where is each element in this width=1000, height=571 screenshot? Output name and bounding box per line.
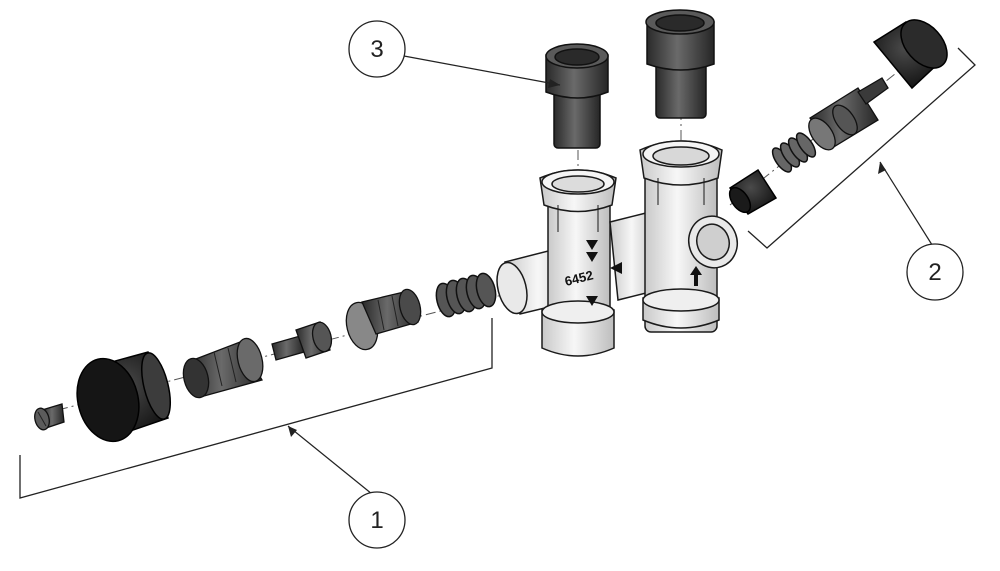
- black-handwheel-cap: [76, 351, 172, 443]
- threaded-sleeve-left: [545, 43, 609, 149]
- spring-small: [771, 132, 817, 173]
- flow-arrow-icon: [586, 240, 598, 250]
- bracket-group-1: [19, 318, 493, 499]
- leader-arrowheads: [288, 79, 886, 437]
- valve-marking: 6452: [563, 267, 595, 289]
- valve-body: [496, 140, 738, 357]
- callout-number-1: 1: [370, 507, 383, 534]
- callout-balloon-3: 3: [348, 20, 406, 78]
- cartridge-insert: [808, 77, 889, 151]
- callout-leaders: [287, 55, 935, 495]
- check-valve-plug: [728, 168, 778, 215]
- up-arrow-icon: [690, 266, 702, 286]
- threaded-sleeve-right: [645, 9, 715, 119]
- small-screw: [34, 403, 65, 431]
- spindle-head: [182, 337, 264, 399]
- axis-centerlines: [57, 69, 901, 411]
- bracket-group-2: [747, 47, 976, 249]
- callout-number-2: 2: [928, 259, 941, 286]
- callout-balloon-2: 2: [906, 243, 964, 301]
- body-markings: [586, 240, 702, 306]
- callout-balloon-1: 1: [348, 491, 406, 549]
- black-knob-cap: [872, 19, 948, 90]
- spindle-shaft: [271, 321, 333, 361]
- strainer-sleeve: [345, 288, 422, 351]
- callout-number-3: 3: [370, 36, 383, 63]
- spring-large: [435, 272, 497, 318]
